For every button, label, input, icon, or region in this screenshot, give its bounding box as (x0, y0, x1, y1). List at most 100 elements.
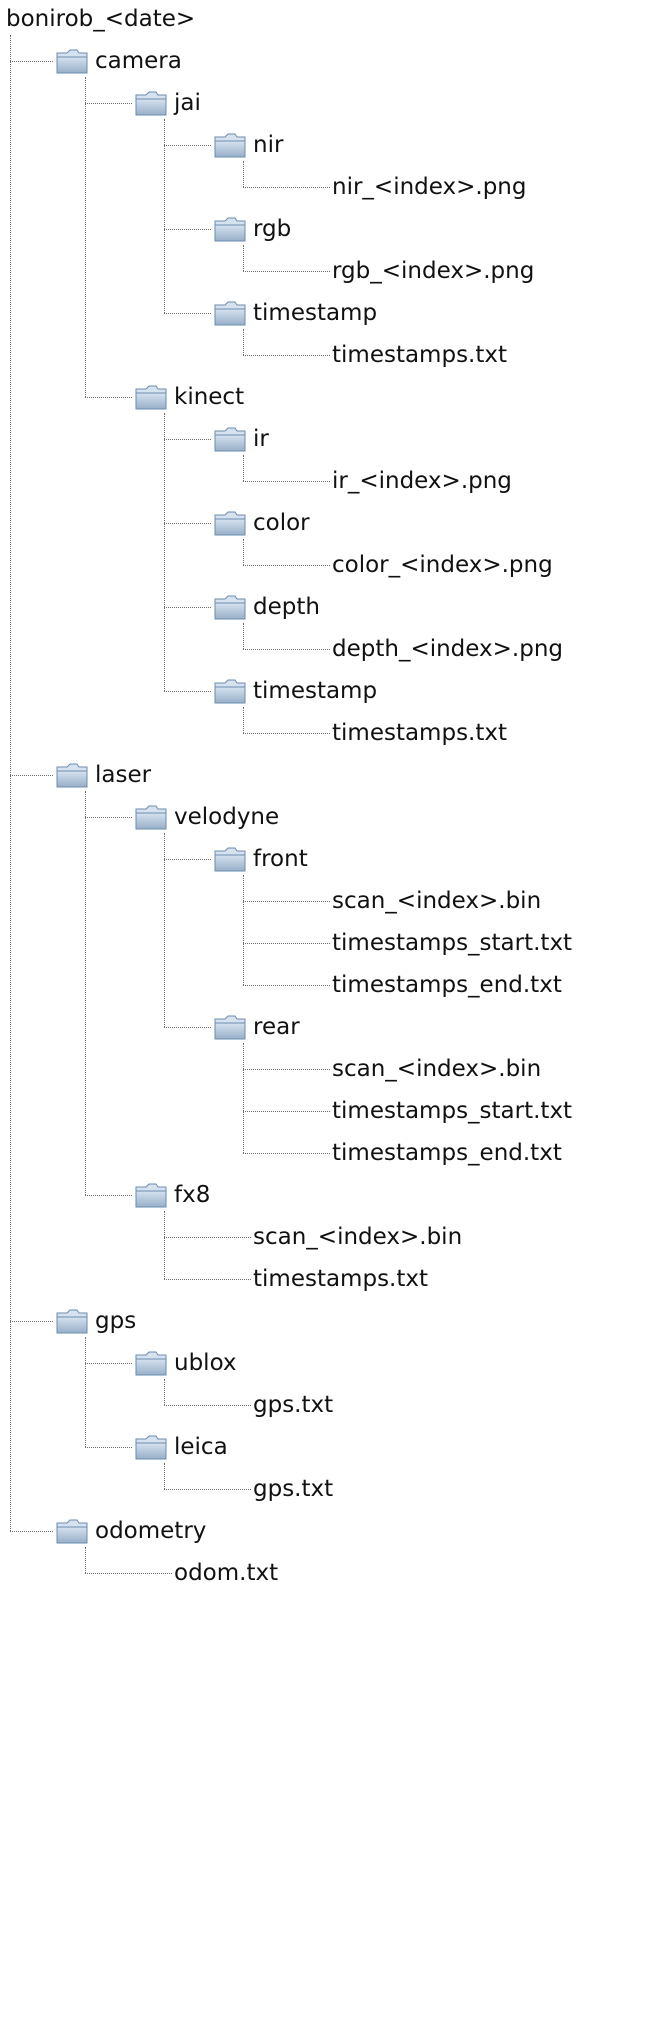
folder-label-odometry: odometry (95, 1518, 207, 1544)
tree-connector-horizontal (164, 229, 211, 230)
tree-connector-horizontal (85, 397, 132, 398)
tree-connector-vertical (164, 119, 165, 313)
tree-connector-vertical (164, 1463, 165, 1489)
file-label-timestamps-end-txt: timestamps_end.txt (332, 972, 562, 998)
folder-label-velodyne: velodyne (174, 804, 280, 830)
tree-connector-horizontal (243, 733, 330, 734)
file-label-timestamps-txt: timestamps.txt (253, 1266, 429, 1292)
folder-label-timestamp: timestamp (253, 300, 378, 326)
file-label-nir-index-png: nir_<index>.png (332, 174, 527, 200)
file-label-gps-txt: gps.txt (253, 1392, 334, 1418)
tree-connector-horizontal (164, 607, 211, 608)
folder-icon (214, 1015, 246, 1040)
tree-connector-horizontal (85, 1447, 132, 1448)
tree-connector-horizontal (164, 1279, 251, 1280)
tree-connector-vertical (243, 455, 244, 481)
folder-label-ir: ir (253, 426, 269, 452)
tree-connector-horizontal (164, 1405, 251, 1406)
folder-label-laser: laser (95, 762, 152, 788)
folder-icon (135, 1351, 167, 1376)
tree-connector-horizontal (243, 985, 330, 986)
tree-connector-vertical (243, 539, 244, 565)
file-label-scan-index-bin: scan_<index>.bin (332, 1056, 542, 1082)
folder-label-ublox: ublox (174, 1350, 237, 1376)
file-label-depth-index-png: depth_<index>.png (332, 636, 563, 662)
tree-connector-vertical (164, 1379, 165, 1405)
tree-connector-vertical (85, 77, 86, 397)
tree-connector-horizontal (243, 901, 330, 902)
tree-connector-horizontal (243, 355, 330, 356)
folder-icon (56, 1519, 88, 1544)
tree-connector-vertical (164, 833, 165, 1027)
tree-connector-horizontal (164, 691, 211, 692)
tree-connector-horizontal (85, 103, 132, 104)
folder-label-rgb: rgb (253, 216, 292, 242)
folder-icon (214, 133, 246, 158)
folder-icon (135, 385, 167, 410)
file-label-timestamps-txt: timestamps.txt (332, 342, 508, 368)
file-label-gps-txt: gps.txt (253, 1476, 334, 1502)
tree-connector-vertical (10, 35, 11, 1531)
folder-label-fx8: fx8 (174, 1182, 211, 1208)
tree-connector-horizontal (164, 145, 211, 146)
folder-label-rear: rear (253, 1014, 300, 1040)
tree-connector-vertical (85, 791, 86, 1195)
file-label-scan-index-bin: scan_<index>.bin (253, 1224, 463, 1250)
tree-connector-horizontal (164, 1489, 251, 1490)
tree-connector-vertical (243, 707, 244, 733)
tree-connector-horizontal (243, 187, 330, 188)
tree-connector-horizontal (243, 481, 330, 482)
tree-connector-horizontal (10, 1321, 53, 1322)
file-label-timestamps-txt: timestamps.txt (332, 720, 508, 746)
tree-connector-horizontal (164, 1237, 251, 1238)
tree-connector-vertical (85, 1547, 86, 1573)
folder-icon (214, 847, 246, 872)
tree-connector-vertical (85, 1337, 86, 1447)
tree-connector-vertical (243, 161, 244, 187)
tree-connector-vertical (243, 875, 244, 985)
file-label-timestamps-start-txt: timestamps_start.txt (332, 930, 573, 956)
file-label-odom-txt: odom.txt (174, 1560, 279, 1586)
tree-connector-horizontal (164, 1027, 211, 1028)
folder-icon (56, 49, 88, 74)
file-label-color-index-png: color_<index>.png (332, 552, 553, 578)
folder-label-front: front (253, 846, 308, 872)
tree-connector-horizontal (243, 649, 330, 650)
folder-icon (214, 679, 246, 704)
folder-icon (135, 805, 167, 830)
tree-connector-horizontal (243, 1111, 330, 1112)
tree-connector-horizontal (243, 943, 330, 944)
folder-label-depth: depth (253, 594, 320, 620)
folder-label-gps: gps (95, 1308, 137, 1334)
tree-connector-horizontal (10, 61, 53, 62)
folder-icon (214, 301, 246, 326)
tree-connector-vertical (164, 413, 165, 691)
folder-icon (214, 511, 246, 536)
tree-connector-horizontal (164, 313, 211, 314)
tree-connector-horizontal (243, 1153, 330, 1154)
folder-label-jai: jai (174, 90, 201, 116)
tree-connector-vertical (243, 1043, 244, 1153)
tree-connector-horizontal (243, 1069, 330, 1070)
tree-connector-horizontal (164, 439, 211, 440)
folder-label-color: color (253, 510, 310, 536)
tree-connector-vertical (243, 329, 244, 355)
tree-connector-horizontal (85, 817, 132, 818)
tree-connector-horizontal (10, 775, 53, 776)
file-label-scan-index-bin: scan_<index>.bin (332, 888, 542, 914)
tree-connector-horizontal (164, 859, 211, 860)
tree-connector-horizontal (243, 271, 330, 272)
folder-icon (214, 217, 246, 242)
tree-connector-vertical (164, 1211, 165, 1279)
tree-root-label: bonirob_<date> (6, 6, 196, 32)
tree-connector-vertical (243, 245, 244, 271)
folder-icon (135, 91, 167, 116)
folder-icon (135, 1435, 167, 1460)
folder-icon (56, 1309, 88, 1334)
tree-connector-horizontal (85, 1363, 132, 1364)
tree-connector-horizontal (85, 1195, 132, 1196)
tree-connector-horizontal (243, 565, 330, 566)
file-label-ir-index-png: ir_<index>.png (332, 468, 512, 494)
file-label-timestamps-end-txt: timestamps_end.txt (332, 1140, 562, 1166)
